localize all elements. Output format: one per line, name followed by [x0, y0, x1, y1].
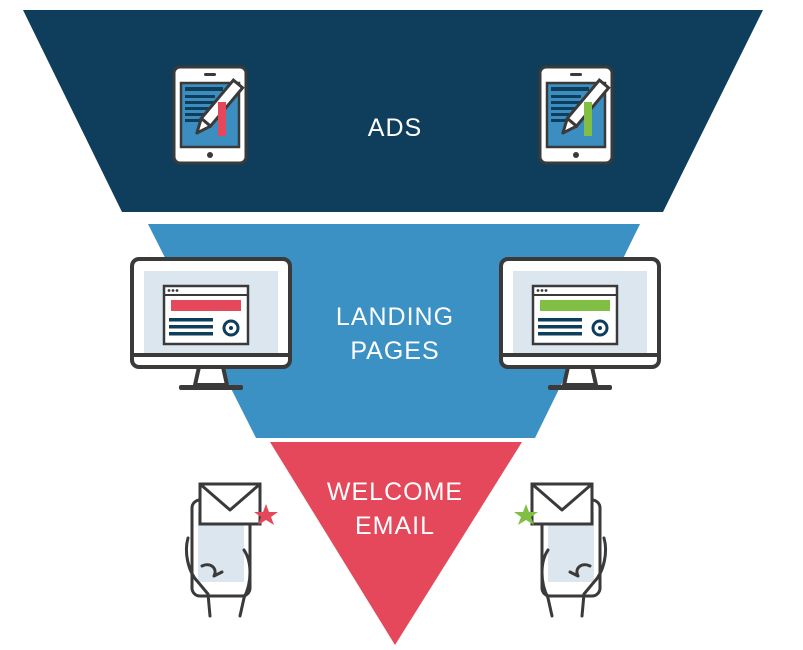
phone-email-icon: [184, 482, 278, 618]
tablet-edit-icon: [172, 65, 248, 165]
funnel-label-landing-line2: PAGES: [350, 337, 439, 365]
funnel-stage-welcome-email: [270, 442, 522, 645]
funnel-label-landing-line1: LANDING: [336, 303, 454, 331]
funnel-label-email-line1: WELCOME: [327, 478, 463, 506]
monitor-page-icon: [499, 257, 661, 392]
funnel-label-ads: ADS: [368, 114, 422, 142]
phone-email-icon: [514, 482, 608, 618]
funnel-stage-ads: [23, 10, 763, 212]
star-icon: [254, 504, 278, 525]
funnel-label-email-line2: EMAIL: [355, 512, 435, 540]
monitor-page-icon: [130, 257, 292, 392]
tablet-edit-icon: [538, 65, 614, 165]
star-icon: [514, 504, 538, 525]
